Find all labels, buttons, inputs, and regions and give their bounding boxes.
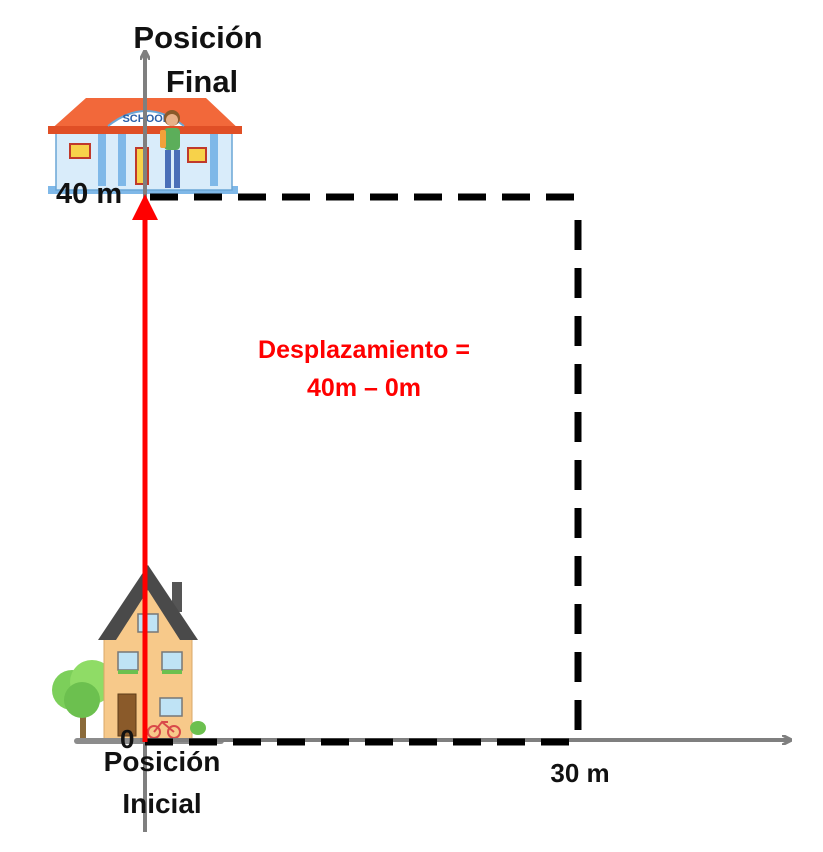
displacement-arrowhead <box>132 194 158 220</box>
final-position-label-line1: Posición <box>133 20 263 55</box>
displacement-label-line1: Desplazamiento = <box>258 336 470 364</box>
final-position-label-line2: Final <box>165 64 239 99</box>
initial-position-label-line2: Inicial <box>122 788 202 819</box>
student-icon <box>160 110 180 188</box>
displacement-label-line2: 40m – 0m <box>307 374 421 402</box>
y-tick-40-label: 40 m <box>56 178 123 210</box>
x-tick-30-label: 30 m <box>550 758 610 788</box>
initial-position-label-line1: Posición <box>103 746 221 777</box>
house-icon <box>52 565 224 744</box>
tree-icon <box>52 660 114 742</box>
origin-label: 0 <box>120 724 135 754</box>
